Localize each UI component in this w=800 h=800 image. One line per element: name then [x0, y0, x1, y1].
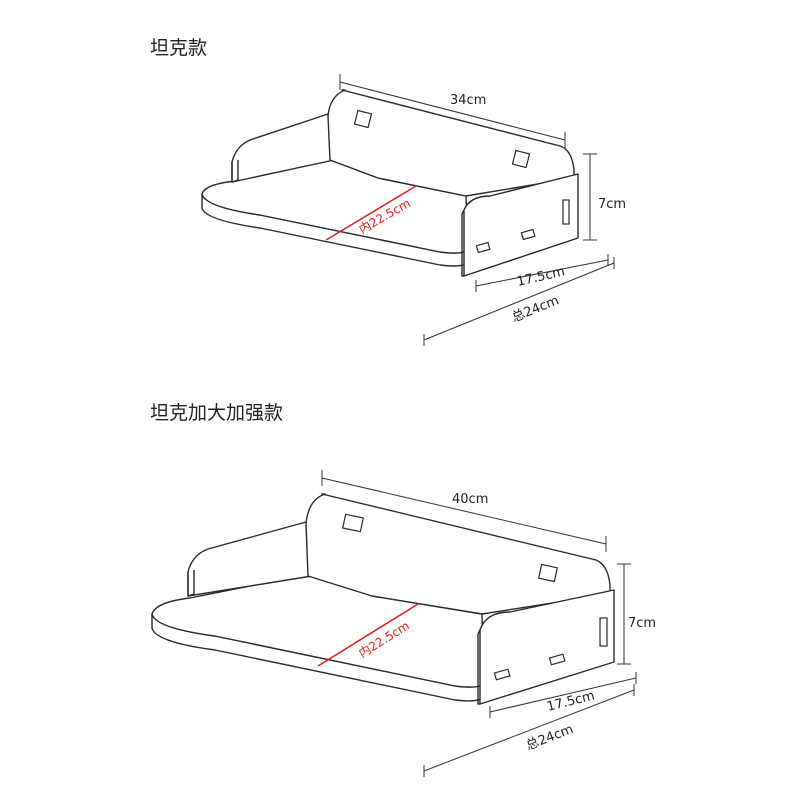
back-slot-left — [353, 109, 373, 129]
front-wall-thickness — [477, 629, 481, 705]
model-2: 坦克加大加强款 内22.5cm 40cm 7cm 17.5cm 总24c — [150, 402, 656, 777]
depth-label: 17.5cm — [545, 689, 596, 715]
back-slot-right — [538, 563, 558, 583]
inner-depth-line — [317, 603, 419, 667]
back-panel — [327, 89, 575, 197]
front-side-wall — [463, 173, 579, 277]
back-slot-left — [342, 513, 364, 533]
model-1-title: 坦克款 — [150, 37, 207, 59]
depth-dimension-line — [475, 254, 609, 292]
left-wall-edge — [187, 570, 195, 597]
total-label: 总24cm — [524, 722, 575, 754]
back-slot-right — [511, 149, 531, 169]
back-panel — [305, 493, 611, 615]
model-2-title: 坦克加大加强款 — [150, 402, 283, 424]
total-dimension-line — [423, 257, 615, 346]
height-dimension-line — [583, 153, 597, 241]
total-label: 总24cm — [510, 293, 561, 325]
depth-label: 17.5cm — [516, 264, 567, 290]
width-label: 34cm — [450, 93, 486, 108]
front-slot-left — [493, 668, 511, 681]
depth-dimension-line — [489, 672, 637, 718]
front-slot-middle — [520, 228, 536, 241]
model-1: 坦克款 内22.5cm 34cm 7cm 17.5cm 总24cm — [150, 37, 626, 346]
front-slot-left — [475, 241, 491, 254]
height-label: 7cm — [598, 197, 626, 212]
width-dimension-line — [339, 74, 566, 148]
front-wall-thickness — [461, 209, 465, 277]
height-label: 7cm — [628, 616, 656, 631]
inner-depth-line — [325, 185, 417, 241]
total-dimension-line — [423, 684, 635, 777]
front-side-wall — [479, 589, 615, 705]
width-label: 40cm — [452, 492, 488, 507]
left-wall-edge — [231, 160, 239, 183]
front-slot-middle — [548, 653, 566, 666]
height-dimension-line — [617, 563, 631, 665]
front-slot-vertical — [599, 617, 608, 647]
front-slot-vertical — [562, 199, 570, 225]
width-dimension-line — [321, 470, 607, 552]
shelf-base-top — [151, 573, 485, 688]
